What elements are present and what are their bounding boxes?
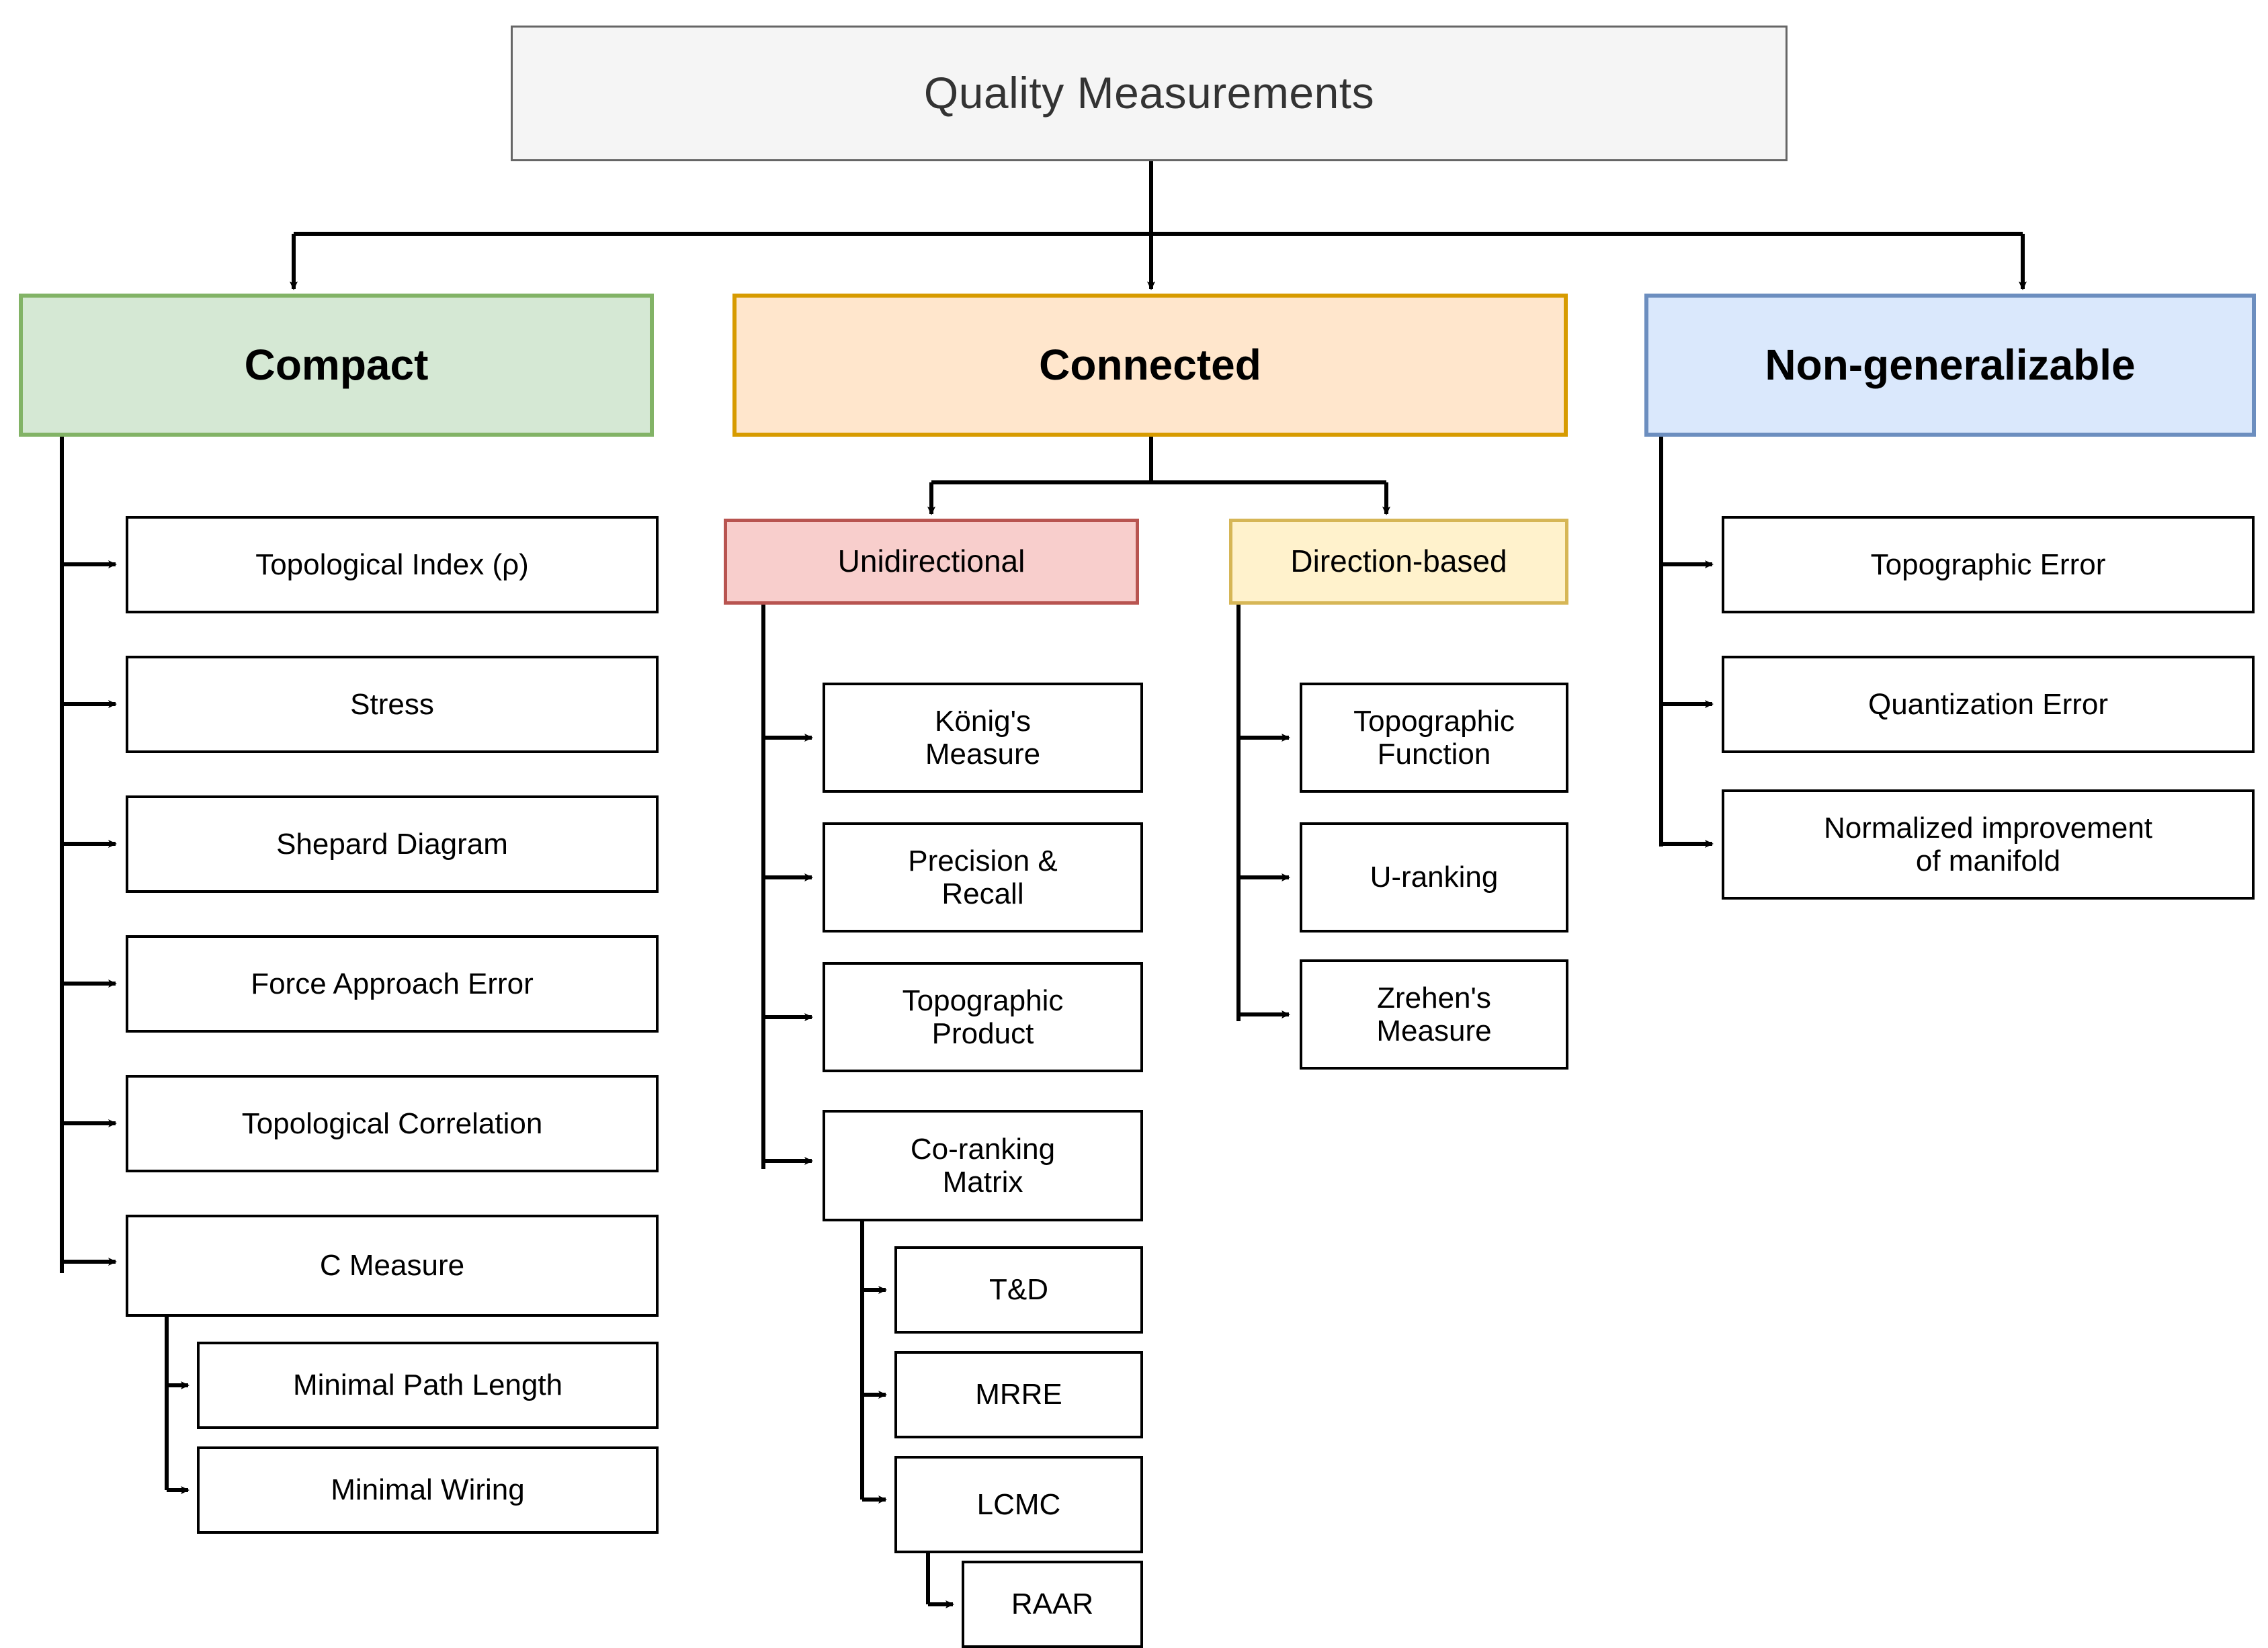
root-node-quality-measurements[interactable]: Quality Measurements: [511, 26, 1788, 161]
root-node-label: Quality Measurements: [923, 68, 1375, 118]
category-label-compact: Compact: [244, 340, 429, 389]
leaf-label: Topographic Function: [1353, 704, 1515, 771]
leaf-node-c-measure[interactable]: C Measure: [126, 1215, 659, 1317]
leaf-label: Co-ranking Matrix: [910, 1132, 1056, 1199]
leaf-label: RAAR: [1011, 1588, 1094, 1621]
leaf-label: Normalized improvement of manifold: [1823, 811, 2153, 877]
leaf-label: Shepard Diagram: [276, 827, 508, 861]
leaf-node-mrre[interactable]: MRRE: [894, 1351, 1143, 1438]
leaf-label: Force Approach Error: [251, 967, 534, 1000]
leaf-node-topographic-function[interactable]: Topographic Function: [1300, 683, 1568, 793]
leaf-label: Topographic Error: [1870, 548, 2106, 581]
leaf-label: C Measure: [319, 1249, 465, 1283]
subgroup-node-unidirectional[interactable]: Unidirectional: [724, 519, 1139, 605]
leaf-label: Quantization Error: [1867, 687, 2109, 721]
leaf-node-zrehens-measure[interactable]: Zrehen's Measure: [1300, 959, 1568, 1070]
leaf-node-t-and-d[interactable]: T&D: [894, 1246, 1143, 1334]
leaf-node-topographic-error[interactable]: Topographic Error: [1722, 516, 2255, 613]
leaf-label: Topographic Product: [902, 984, 1064, 1050]
category-label-connected: Connected: [1039, 340, 1261, 389]
leaf-node-force-approach-error[interactable]: Force Approach Error: [126, 935, 659, 1033]
leaf-node-normalized-improvement-of-manifold[interactable]: Normalized improvement of manifold: [1722, 789, 2255, 900]
leaf-label: T&D: [989, 1273, 1048, 1307]
leaf-node-minimal-wiring[interactable]: Minimal Wiring: [197, 1446, 659, 1534]
leaf-label: LCMC: [976, 1487, 1061, 1521]
subgroup-label-unidirectional: Unidirectional: [837, 544, 1025, 579]
leaf-node-lcmc[interactable]: LCMC: [894, 1456, 1143, 1553]
leaf-label: MRRE: [975, 1378, 1062, 1412]
leaf-label: Stress: [350, 687, 434, 721]
leaf-node-konigs-measure[interactable]: König's Measure: [823, 683, 1143, 793]
leaf-node-minimal-path-length[interactable]: Minimal Path Length: [197, 1342, 659, 1429]
leaf-label: Minimal Wiring: [331, 1473, 525, 1507]
leaf-label: Minimal Path Length: [292, 1369, 563, 1402]
leaf-label: Topological Index (ρ): [255, 548, 529, 581]
category-label-non-generalizable: Non-generalizable: [1765, 340, 2136, 389]
leaf-label: König's Measure: [925, 704, 1041, 771]
leaf-node-u-ranking[interactable]: U-ranking: [1300, 822, 1568, 933]
category-node-non-generalizable[interactable]: Non-generalizable: [1644, 294, 2256, 437]
subgroup-label-direction-based: Direction-based: [1290, 544, 1507, 579]
leaf-label: Topological Correlation: [241, 1107, 543, 1140]
leaf-node-topological-index[interactable]: Topological Index (ρ): [126, 516, 659, 613]
leaf-node-topographic-product[interactable]: Topographic Product: [823, 962, 1143, 1072]
leaf-node-shepard-diagram[interactable]: Shepard Diagram: [126, 795, 659, 893]
leaf-label: Zrehen's Measure: [1376, 981, 1492, 1047]
leaf-label: U-ranking: [1370, 861, 1499, 894]
leaf-node-raar[interactable]: RAAR: [962, 1561, 1143, 1648]
subgroup-node-direction-based[interactable]: Direction-based: [1229, 519, 1568, 605]
category-node-compact[interactable]: Compact: [19, 294, 654, 437]
category-node-connected[interactable]: Connected: [732, 294, 1568, 437]
leaf-label: Precision & Recall: [908, 844, 1058, 910]
leaf-node-precision-and-recall[interactable]: Precision & Recall: [823, 822, 1143, 933]
leaf-node-quantization-error[interactable]: Quantization Error: [1722, 656, 2255, 753]
leaf-node-topological-correlation[interactable]: Topological Correlation: [126, 1075, 659, 1172]
leaf-node-co-ranking-matrix[interactable]: Co-ranking Matrix: [823, 1110, 1143, 1221]
leaf-node-stress[interactable]: Stress: [126, 656, 659, 753]
